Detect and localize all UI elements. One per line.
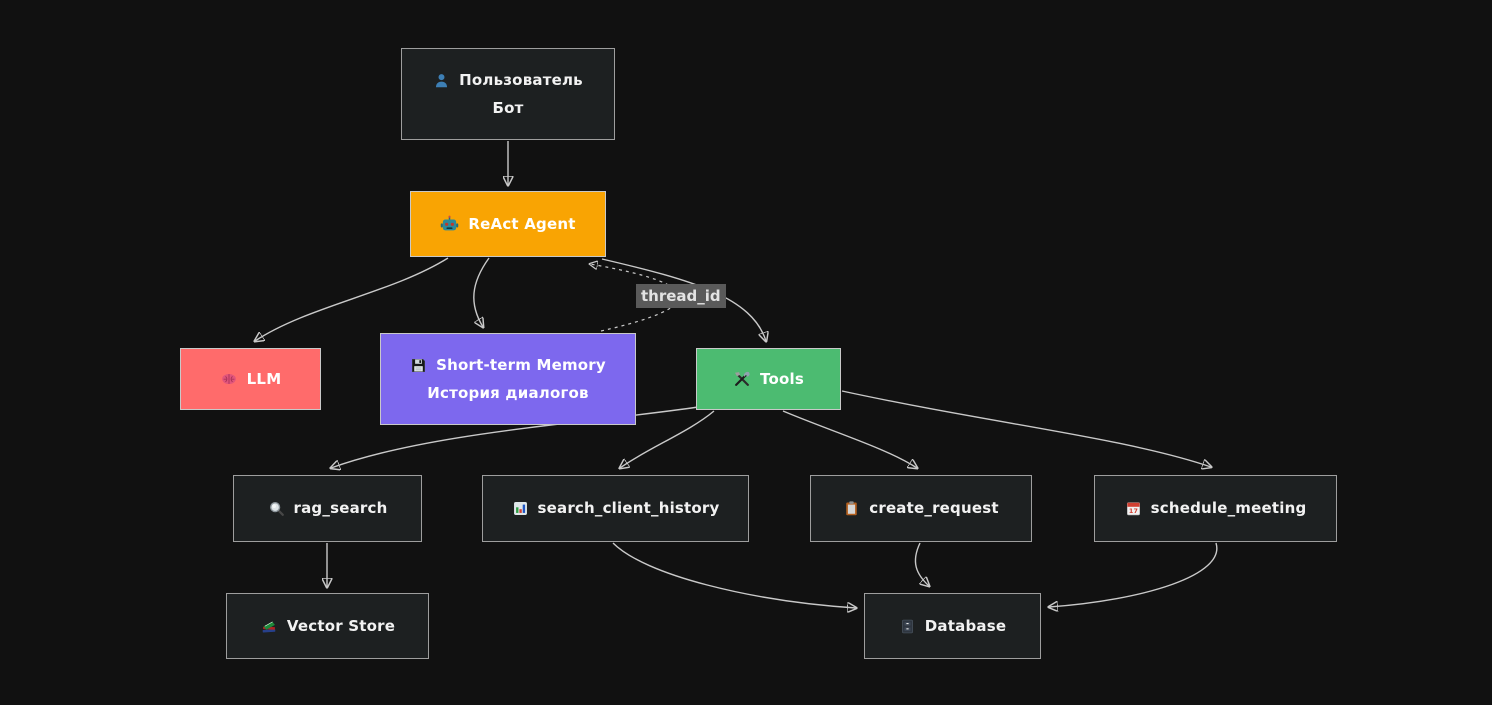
edge-schedule-meeting-to-database xyxy=(1049,542,1218,607)
node-rag-search: rag_search xyxy=(233,475,422,542)
clipboard-icon xyxy=(843,500,860,517)
magnifier-icon xyxy=(268,500,285,517)
hammer-wrench-icon xyxy=(733,370,751,388)
node-label: Vector Store xyxy=(286,616,396,635)
node-label: schedule_meeting xyxy=(1150,499,1307,517)
edge-memory-to-react-agent-dashed xyxy=(590,264,680,332)
node-label: Database xyxy=(924,616,1007,635)
node-label: История диалогов xyxy=(427,383,589,402)
node-label: rag_search xyxy=(293,499,388,517)
edge-react-agent-to-memory xyxy=(473,257,490,327)
node-short-term-memory: Short-term Memory История диалогов xyxy=(380,333,636,425)
node-react-agent: ReAct Agent xyxy=(410,191,606,257)
edge-tools-to-rag-search xyxy=(331,406,699,468)
edge-tools-to-search-client-history xyxy=(620,410,715,468)
node-create-request: create_request xyxy=(810,475,1032,542)
svg-text:17: 17 xyxy=(1128,507,1137,515)
node-vector-store: Vector Store xyxy=(226,593,429,659)
node-label: search_client_history xyxy=(537,499,720,517)
edge-search-client-history-to-database xyxy=(612,542,856,608)
robot-icon xyxy=(440,215,459,234)
file-cabinet-icon xyxy=(899,618,916,635)
floppy-disk-icon xyxy=(410,357,427,374)
node-label: ReAct Agent xyxy=(468,214,576,233)
node-label: create_request xyxy=(869,499,999,517)
node-label: Бот xyxy=(492,98,524,117)
person-icon xyxy=(433,72,450,89)
brain-icon xyxy=(220,370,238,388)
node-search-client-history: search_client_history xyxy=(482,475,749,542)
node-label: Short-term Memory xyxy=(436,355,606,374)
node-tools: Tools xyxy=(696,348,841,410)
books-icon xyxy=(260,617,278,635)
edge-tools-to-create-request xyxy=(782,410,917,468)
node-database: Database xyxy=(864,593,1041,659)
node-llm: LLM xyxy=(180,348,321,410)
edge-tools-to-schedule-meeting xyxy=(841,390,1211,467)
bar-chart-icon xyxy=(512,500,529,517)
node-schedule-meeting: 17 schedule_meeting xyxy=(1094,475,1337,542)
node-label: Пользователь xyxy=(459,70,583,89)
node-label: Tools xyxy=(760,369,804,388)
edge-label-thread-id: thread_id xyxy=(636,284,726,308)
edge-create-request-to-database xyxy=(914,542,929,586)
calendar-icon: 17 xyxy=(1125,500,1142,517)
node-user-bot: Пользователь Бот xyxy=(401,48,615,140)
node-label: LLM xyxy=(246,369,282,388)
edge-react-agent-to-llm xyxy=(255,257,449,341)
